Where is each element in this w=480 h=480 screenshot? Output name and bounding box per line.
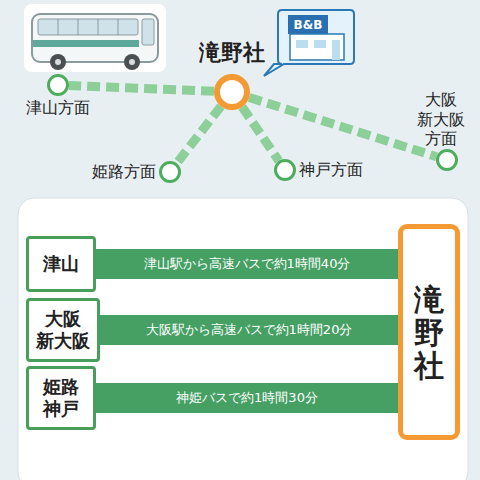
node-text: 姫路 神戸 xyxy=(33,376,89,419)
node-text: 津山方面 xyxy=(26,98,90,119)
window-divider xyxy=(78,19,79,35)
hub-circle: 滝野社 xyxy=(214,74,250,110)
node-text: 大阪 新大阪 方面 xyxy=(415,90,466,148)
bnb-window xyxy=(314,40,326,48)
bus-body xyxy=(32,14,158,62)
stop-circle: 大阪 新大阪 方面 xyxy=(436,149,458,171)
origin-box: 大阪 新大阪 xyxy=(26,298,100,362)
window-divider xyxy=(98,19,99,35)
callout-bubble xyxy=(264,10,354,76)
bnb-sign xyxy=(288,15,328,34)
route-label: 津山駅から高速バスで約1時間40分 xyxy=(144,255,351,273)
node-text: 津山 xyxy=(33,253,89,275)
bus-illustration xyxy=(24,4,166,72)
bus-wheel xyxy=(124,54,140,70)
bnb-window xyxy=(296,40,308,48)
route-label: 大阪駅から高速バスで約1時間20分 xyxy=(146,321,353,339)
route-dashed-line xyxy=(69,85,214,91)
stop-circle: 津山方面 xyxy=(47,74,69,96)
route-band xyxy=(96,249,398,279)
route-dashed-line xyxy=(242,107,279,161)
sign-text: B&B xyxy=(294,18,323,32)
bus-hub xyxy=(129,59,135,65)
bus-wheel xyxy=(50,54,66,70)
bus-frame xyxy=(24,4,166,72)
route-dashed-line xyxy=(177,106,221,163)
route-band xyxy=(100,315,398,345)
route-dashed-line xyxy=(249,97,436,156)
bnb-door xyxy=(332,40,340,60)
stop-circle: 姫路方面 xyxy=(159,161,181,183)
bnb-building xyxy=(290,34,344,60)
node-text: 滝野社 xyxy=(199,38,265,68)
route-panel xyxy=(18,198,468,480)
origin-box: 津山 xyxy=(26,236,96,292)
bus-stripe xyxy=(33,40,139,47)
destination-box: 滝野社 xyxy=(398,224,460,440)
bus-front-window xyxy=(142,19,154,45)
node-text: 姫路方面 xyxy=(92,162,156,183)
stop-circle: 神戸方面 xyxy=(274,159,296,181)
route-band xyxy=(96,383,398,413)
bnb-callout xyxy=(264,10,354,76)
window-divider xyxy=(58,19,59,35)
origin-box: 姫路 神戸 xyxy=(26,366,96,430)
route-label: 神姫バスで約1時間30分 xyxy=(176,389,318,407)
node-text: 大阪 新大阪 xyxy=(35,308,91,351)
bus-hub xyxy=(55,59,61,65)
bus-windows xyxy=(38,19,138,35)
window-divider xyxy=(118,19,119,35)
node-text: 滝野社 xyxy=(414,283,444,382)
node-text: 神戸方面 xyxy=(299,160,363,181)
